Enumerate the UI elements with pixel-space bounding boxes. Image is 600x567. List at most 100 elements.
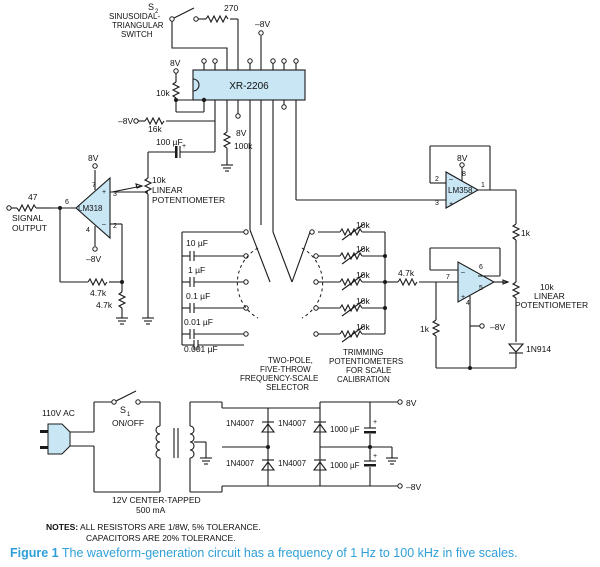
s2-line1: SINUSOIDAL- (109, 12, 160, 21)
svg-text:–: – (461, 269, 465, 276)
svg-text:–: – (102, 221, 106, 228)
diode-d1: 1N4007 (226, 419, 255, 428)
lm318-pin6: 6 (65, 199, 69, 206)
op2-pin5: 5 (479, 285, 483, 292)
s1-name: S (120, 405, 126, 415)
s2-name: S (148, 2, 154, 12)
lm358-pin3: 3 (435, 200, 439, 207)
trim-l2: POTENTIOMETERS (329, 357, 403, 366)
trim4: 10k (356, 296, 370, 306)
s2-line2: TRIANGULAR (112, 21, 164, 30)
sel-l2: FIVE-THROW (260, 365, 311, 374)
diode-d3: 1N4007 (226, 459, 255, 468)
diode-d4: 1N4007 (278, 459, 307, 468)
second-opamp: 7 – + 6 5 4 1k –8V (420, 247, 516, 370)
c10uf: 10 µF (186, 238, 208, 248)
pos8v-left: 8V (170, 58, 181, 68)
trim1: 10k (356, 220, 370, 230)
pot2-l3: POTENTIOMETER (515, 300, 588, 310)
svg-text:+: + (449, 201, 453, 208)
lm318-pin3: 3 (113, 191, 117, 198)
svg-text:+: + (373, 419, 377, 426)
r10k-left: 10k (156, 88, 170, 98)
c001uf: 0.01 µF (184, 317, 213, 327)
trim-pots: 10k 10k 10k 10k 10k TRIMMING POTENTIOMET… (318, 220, 436, 384)
svg-text:–: – (449, 176, 453, 183)
output-coupling: + 100 µF 10k LINEAR POTENTIOMETER (111, 137, 225, 325)
r1k-b: 1k (420, 324, 430, 334)
trim-l1: TRIMMING (343, 348, 383, 357)
r100k-label: 100k (234, 141, 253, 151)
lm358-pin8: 8 (462, 171, 466, 178)
r270-label: 270 (224, 3, 238, 13)
lm318-pin2: 2 (113, 223, 117, 230)
sel-l1: TWO-POLE, (268, 356, 313, 365)
trim-l3: FOR SCALE (346, 366, 391, 375)
signal-l1: SIGNAL (12, 213, 43, 223)
s2-switch: S 2 SINUSOIDAL- TRIANGULAR SWITCH 270 –8… (109, 2, 270, 58)
notes-block: NOTES: ALL RESISTORS ARE 1/8W, 5% TOLERA… (46, 522, 261, 544)
op2-pin6: 6 (479, 264, 483, 271)
svg-text:+: + (102, 189, 106, 196)
svg-text:+: + (373, 453, 377, 460)
s2-sub: 2 (155, 9, 159, 15)
lm318-pin4: 4 (86, 227, 90, 234)
c01uf: 0.1 µF (186, 291, 210, 301)
chip-left-network: 8V 10k –8V 16k (118, 58, 215, 134)
c0001uf: 0.001 µF (184, 344, 218, 354)
c1000a: 1000 µF (330, 425, 360, 434)
notes-label: NOTES: (46, 522, 79, 532)
r47-label: 47 (28, 192, 38, 202)
power-supply: 110V AC S 1 ON/OFF (40, 390, 421, 515)
c100uf-label: 100 µF (156, 137, 183, 147)
notes-line2: CAPACITORS ARE 20% TOLERANCE. (86, 533, 236, 543)
svg-text:+: + (461, 294, 465, 301)
figure-caption: Figure 1 The waveform-generation circuit… (10, 546, 518, 560)
sel-l3: FREQUENCY-SCALE (240, 374, 318, 383)
lm358-opamp: LM358 2 3 8 1 – + 8V 1k 10k LINEAR POTEN… (296, 145, 588, 368)
lm358-pin2: 2 (435, 176, 439, 183)
s1-label: ON/OFF (112, 418, 144, 428)
neg8v-left: –8V (118, 116, 133, 126)
pot2-l1: 10k (540, 282, 554, 292)
lm318-label: LM318 (78, 204, 103, 213)
pos8v-358: 8V (457, 153, 468, 163)
c1000b: 1000 µF (330, 461, 360, 470)
lm358-label: LM358 (448, 186, 473, 195)
s2-line3: SWITCH (121, 30, 153, 39)
figure-text: The waveform-generation circuit has a fr… (61, 546, 518, 560)
trim2: 10k (356, 244, 370, 254)
s1-sub: 1 (127, 412, 131, 418)
ac-label: 110V AC (42, 408, 75, 418)
circuit-schematic: XR-2206 S 2 SINUSOIDAL- TR (6, 2, 588, 515)
pos8v-318: 8V (88, 153, 99, 163)
svg-text:+: + (182, 143, 186, 150)
r1k-a: 1k (521, 228, 531, 238)
chip-bottom-network: 8V 100k (221, 113, 253, 172)
xr2206-chip: XR-2206 (192, 30, 306, 232)
neg8v-top: –8V (255, 19, 270, 29)
trim3: 10k (356, 270, 370, 280)
pot2-l2: LINEAR (534, 291, 565, 301)
notes-line1: ALL RESISTORS ARE 1/8W, 5% TOLERANCE. (80, 522, 261, 532)
pot1-l3: POTENTIOMETER (152, 195, 225, 205)
frequency-selector: TWO-POLE, FIVE-THROW FREQUENCY-SCALE SEL… (236, 229, 324, 392)
r47k-a: 4.7k (90, 288, 107, 298)
pot1-l2: LINEAR (152, 185, 183, 195)
pot1-l1: 10k (152, 175, 166, 185)
figure-number: Figure 1 (10, 546, 59, 560)
pos8v-psu: 8V (406, 398, 417, 408)
xfmr-l1: 12V CENTER-TAPPED (112, 495, 201, 505)
lm358-pin1: 1 (481, 182, 485, 189)
diode-d2: 1N4007 (278, 419, 307, 428)
neg8v-psu: –8V (406, 482, 421, 492)
r47k-b: 4.7k (96, 300, 113, 310)
op2-pin4: 4 (466, 300, 470, 307)
trim5: 10k (356, 322, 370, 332)
signal-l2: OUTPUT (12, 223, 47, 233)
xr2206-label: XR-2206 (229, 81, 269, 92)
sel-l4: SELECTOR (266, 383, 309, 392)
neg8v-318: –8V (86, 254, 101, 264)
lm318-opamp: LM318 7 + 3 – 2 4 6 8V –8V 4.7k 4.7k (6, 153, 148, 325)
r47k-c: 4.7k (398, 268, 415, 278)
